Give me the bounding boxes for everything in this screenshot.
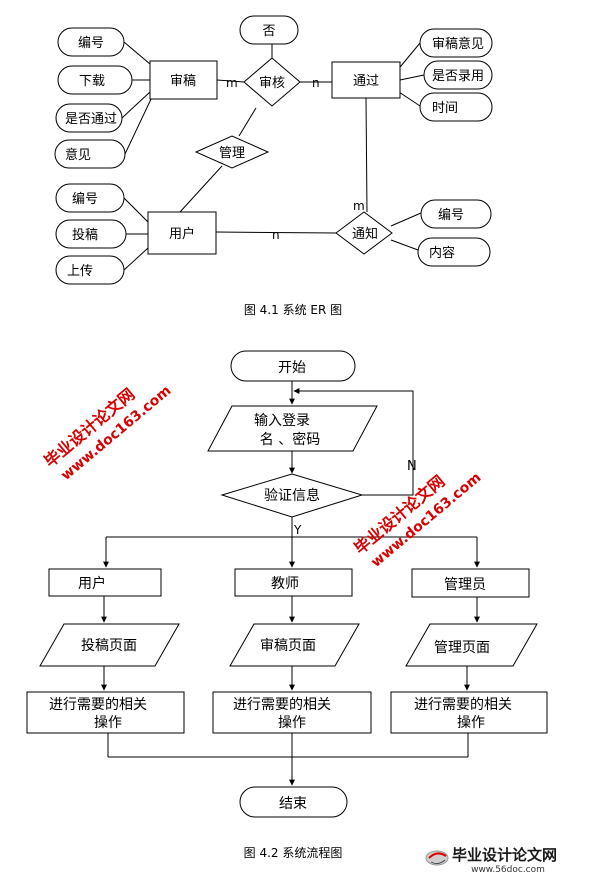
svg-text:编号: 编号: [438, 208, 464, 223]
attr-tongguo-shengaoyijian: 审稿意见: [419, 28, 493, 58]
svg-text:时间: 时间: [432, 101, 458, 116]
site-logo: 毕业设计论文网 www.56doc.com: [425, 846, 557, 875]
flow-page-guanli: 管理页面: [405, 623, 538, 667]
attr-tongzhi-bianhao: 编号: [420, 199, 492, 229]
svg-text:通过: 通过: [353, 74, 379, 89]
svg-text:www.56doc.com: www.56doc.com: [471, 865, 545, 875]
flow-caption: 图 4.2 系统流程图: [244, 845, 343, 860]
svg-text:开始: 开始: [278, 360, 306, 376]
flow-start: 开始: [230, 350, 356, 382]
flow-role-yonghu: 用户: [48, 568, 162, 597]
er-caption: 图 4.1 系统 ER 图: [244, 303, 342, 317]
attr-fou: 否: [239, 15, 299, 45]
svg-text:进行需要的相关: 进行需要的相关: [49, 697, 147, 713]
card-n1: n: [312, 76, 320, 90]
svg-text:管理页面: 管理页面: [434, 640, 490, 656]
svg-text:下载: 下载: [79, 74, 105, 89]
attr-shengao-yijian: 意见: [54, 139, 126, 169]
svg-text:操作: 操作: [278, 715, 306, 731]
svg-text:是否录用: 是否录用: [432, 69, 484, 84]
svg-text:内容: 内容: [429, 245, 455, 261]
attr-yonghu-tougao: 投稿: [55, 219, 127, 249]
flow-no-label: N: [407, 459, 417, 474]
svg-text:管理: 管理: [219, 146, 245, 161]
svg-text:意见: 意见: [65, 147, 91, 163]
flow-verify: 验证信息: [220, 473, 364, 518]
svg-text:投稿: 投稿: [72, 227, 98, 243]
entity-tongguo: 通过: [331, 61, 401, 99]
entity-yonghu: 用户: [147, 211, 217, 255]
svg-text:验证信息: 验证信息: [264, 487, 320, 504]
flow-input: 输入登录 名 、密码: [207, 405, 378, 452]
attr-tongzhi-neirong: 内容: [417, 237, 491, 267]
attr-shengao-xiazai: 下载: [57, 65, 133, 95]
watermark-left: 毕业设计论文网 www.doc163.com: [40, 383, 174, 484]
svg-text:管理员: 管理员: [444, 577, 486, 593]
entity-shengao: 审稿: [149, 60, 218, 100]
svg-text:审稿意见: 审稿意见: [432, 36, 484, 52]
flow-role-jiaoshi: 教师: [234, 568, 353, 597]
globe-icon: [425, 850, 449, 866]
relation-shenhe: 审核: [243, 57, 301, 107]
svg-text:审稿: 审稿: [170, 73, 196, 89]
er-connectors: [121, 41, 425, 271]
svg-text:投稿页面: 投稿页面: [81, 638, 137, 654]
attr-shengao-shifoutongguo: 是否通过: [55, 103, 123, 133]
svg-text:编号: 编号: [72, 192, 98, 207]
svg-text:操作: 操作: [94, 715, 122, 731]
svg-text:毕业设计论文网: 毕业设计论文网: [452, 846, 557, 864]
flow-page-tougao: 投稿页面: [39, 623, 180, 667]
attr-shengao-bianhao: 编号: [57, 27, 125, 57]
card-m2: m: [353, 199, 365, 213]
flow-role-guanliyuan: 管理员: [411, 568, 530, 598]
flow-op-3: 进行需要的相关 操作: [390, 691, 548, 734]
relation-tongzhi: 通知: [335, 211, 393, 255]
svg-text:用户: 用户: [78, 575, 106, 592]
watermark-right: 毕业设计论文网 www.doc163.com: [350, 470, 484, 571]
attr-tongguo-shifouluyong: 是否录用: [423, 60, 493, 90]
svg-text:输入登录: 输入登录: [254, 413, 310, 429]
attr-yonghu-shangchuan: 上传: [55, 255, 125, 285]
attr-yonghu-bianhao: 编号: [55, 183, 125, 213]
svg-text:名 、密码: 名 、密码: [260, 431, 320, 448]
flowchart: 开始 输入登录 名 、密码 验证信息 N Y 用户 教师 管理员 投: [26, 350, 548, 860]
svg-text:用户: 用户: [169, 226, 195, 242]
svg-text:编号: 编号: [78, 36, 104, 51]
card-n2: n: [272, 228, 280, 242]
flow-end: 结束: [239, 786, 348, 818]
flow-yes-label: Y: [293, 523, 302, 537]
svg-text:操作: 操作: [457, 715, 485, 731]
relation-guanli: 管理: [194, 135, 270, 169]
svg-text:进行需要的相关: 进行需要的相关: [233, 697, 331, 713]
er-diagram: 编号 下载 是否通过 意见 审稿 否 审核 m n: [54, 15, 493, 317]
svg-text:否: 否: [262, 24, 275, 39]
svg-text:是否通过: 是否通过: [65, 112, 117, 127]
svg-text:审稿页面: 审稿页面: [260, 638, 316, 654]
svg-text:上传: 上传: [67, 264, 93, 279]
flow-connectors: [101, 381, 480, 786]
flow-page-shengao: 审稿页面: [229, 623, 360, 667]
svg-text:审核: 审核: [259, 76, 285, 91]
svg-text:进行需要的相关: 进行需要的相关: [414, 697, 512, 713]
attr-tongguo-shijian: 时间: [419, 92, 493, 122]
svg-text:教师: 教师: [271, 576, 299, 592]
card-m1: m: [226, 76, 238, 90]
flow-op-2: 进行需要的相关 操作: [212, 691, 372, 734]
flow-op-1: 进行需要的相关 操作: [26, 691, 185, 734]
svg-text:结束: 结束: [279, 796, 307, 812]
svg-text:通知: 通知: [352, 226, 378, 242]
